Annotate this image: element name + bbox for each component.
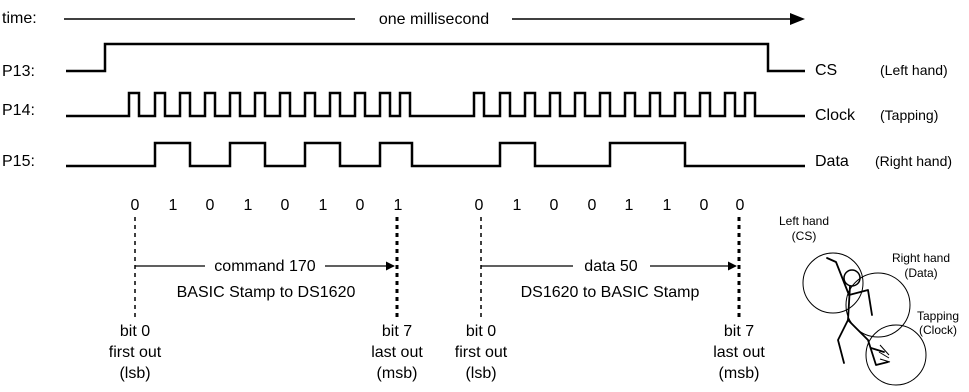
- note-line: bit 0: [466, 323, 496, 340]
- data-signal-name: Data: [815, 153, 849, 170]
- data-role-label: (Right hand): [875, 153, 952, 169]
- time-caption: one millisecond: [379, 11, 489, 28]
- data-arrow-subtitle: DS1620 to BASIC Stamp: [521, 284, 700, 301]
- note-line: (msb): [719, 365, 760, 382]
- data-bit: 1: [663, 197, 672, 214]
- stick-figure-illustration: Left hand (CS) Right hand (Data) Tapping…: [779, 214, 959, 386]
- left-hand-motion-circle: [802, 252, 864, 314]
- time-label: time:: [2, 10, 37, 27]
- data-bit: 1: [625, 197, 634, 214]
- command-bit: 1: [244, 197, 253, 214]
- clock-waveform: [66, 91, 805, 118]
- data-last-note: bit 7 last out (msb): [713, 323, 765, 382]
- cmd-last-note: bit 7 last out (msb): [371, 323, 423, 382]
- time-arrowhead: [790, 13, 805, 25]
- p14-pin-label: P14:: [2, 102, 35, 119]
- p13-pin-label: P13:: [2, 63, 35, 80]
- command-bit: 1: [394, 197, 403, 214]
- figure-body: [826, 257, 889, 366]
- command-arrow-subtitle: BASIC Stamp to DS1620: [177, 284, 356, 301]
- cs-waveform: [66, 42, 805, 73]
- data-bit: 0: [550, 197, 559, 214]
- command-bit: 0: [131, 197, 140, 214]
- command-bit: 0: [281, 197, 290, 214]
- data-arrow-title: data 50: [584, 258, 637, 275]
- data-waveform: [66, 141, 805, 168]
- note-line: bit 0: [120, 323, 150, 340]
- clock-signal-name: Clock: [815, 107, 856, 124]
- command-arrow-title: command 170: [214, 258, 315, 275]
- cs-role-label: (Left hand): [880, 62, 948, 78]
- right-hand-motion-circle: [845, 272, 911, 338]
- left-hand-sublabel: (CS): [792, 229, 817, 243]
- note-line: (msb): [377, 365, 418, 382]
- cmd-first-note: bit 0 first out (lsb): [109, 323, 162, 382]
- note-line: bit 7: [382, 323, 412, 340]
- command-bit: 0: [356, 197, 365, 214]
- clock-role-label: (Tapping): [880, 107, 938, 123]
- p15-pin-label: P15:: [2, 153, 35, 170]
- tapping-lines-icon: [878, 344, 891, 363]
- command-bit: 0: [206, 197, 215, 214]
- data-bit: 0: [700, 197, 709, 214]
- command-bit-values: 0 1 0 1 0 1 0 1: [131, 197, 403, 214]
- note-line: last out: [713, 344, 765, 361]
- note-line: (lsb): [465, 365, 496, 382]
- figure-head: [843, 269, 861, 287]
- data-bit: 1: [513, 197, 522, 214]
- cs-signal-name: CS: [815, 62, 837, 79]
- data-bit: 0: [475, 197, 484, 214]
- command-bit: 1: [169, 197, 178, 214]
- tapping-label: Tapping: [917, 309, 959, 323]
- data-first-note: bit 0 first out (lsb): [455, 323, 508, 382]
- note-line: (lsb): [119, 365, 150, 382]
- data-bit: 0: [736, 197, 745, 214]
- note-line: bit 7: [724, 323, 754, 340]
- note-line: first out: [455, 344, 508, 361]
- tapping-motion-circle: [865, 324, 927, 386]
- left-hand-label: Left hand: [779, 214, 829, 228]
- data-bit: 0: [588, 197, 597, 214]
- right-hand-sublabel: (Data): [904, 266, 937, 280]
- tapping-sublabel: (Clock): [919, 323, 957, 337]
- note-line: first out: [109, 344, 162, 361]
- right-hand-label: Right hand: [892, 251, 950, 265]
- command-bit: 1: [319, 197, 328, 214]
- note-line: last out: [371, 344, 423, 361]
- data-bit-values: 0 1 0 0 1 1 0 0: [475, 197, 745, 214]
